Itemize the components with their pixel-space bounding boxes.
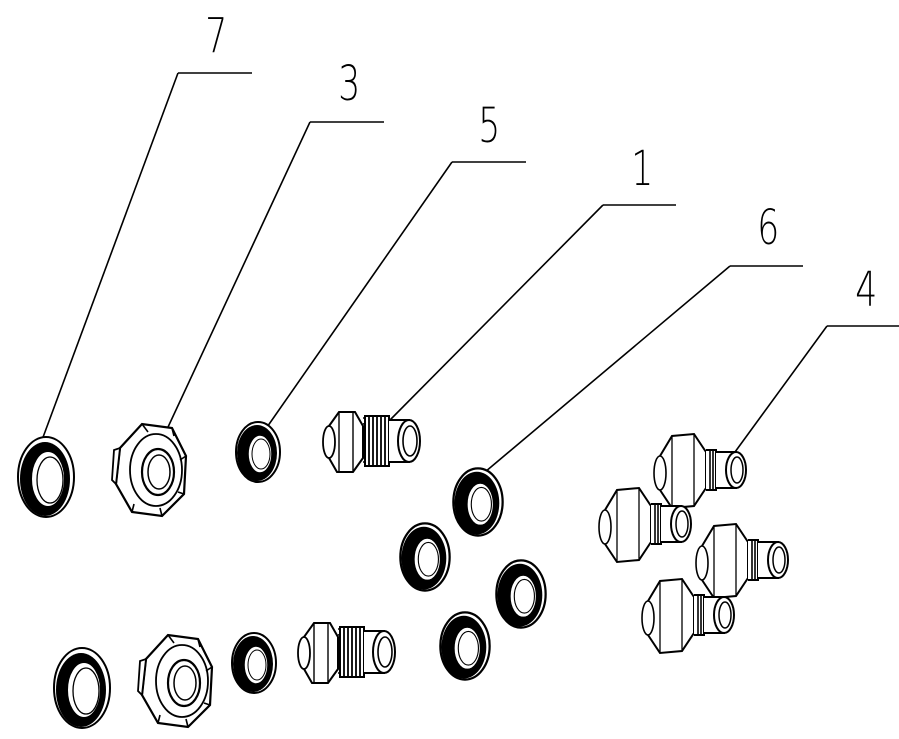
connector-1-bottom bbox=[297, 622, 396, 684]
seal-washer-6-c bbox=[495, 559, 547, 629]
callout-7-label: 7 bbox=[205, 7, 227, 63]
seal-ring-7-top bbox=[17, 436, 75, 518]
callout-3: 3 bbox=[161, 55, 384, 441]
seal-washer-6-a bbox=[452, 467, 504, 537]
seal-washer-6-d bbox=[439, 611, 491, 681]
callout-1: 1 bbox=[389, 140, 676, 421]
callout-1-label: 1 bbox=[631, 140, 653, 196]
hex-nut-3-bottom bbox=[136, 633, 214, 729]
callout-4: 4 bbox=[734, 261, 899, 453]
seal-washer-6-b bbox=[399, 522, 451, 592]
callout-6: 6 bbox=[484, 199, 803, 473]
seal-washer-5-bottom bbox=[231, 632, 277, 694]
callout-7: 7 bbox=[41, 7, 252, 441]
connector-1-top bbox=[322, 411, 421, 473]
seal-washer-5-top bbox=[235, 421, 281, 483]
hex-nut-3-top bbox=[110, 422, 188, 518]
callout-5: 5 bbox=[264, 97, 526, 431]
hex-fitting-4-a bbox=[653, 433, 747, 509]
callout-3-label: 3 bbox=[338, 55, 360, 111]
seal-ring-7-bottom bbox=[53, 647, 111, 729]
callout-4-label: 4 bbox=[855, 261, 877, 317]
callout-5-label: 5 bbox=[478, 97, 500, 153]
callout-6-label: 6 bbox=[757, 199, 779, 255]
hex-fitting-4-c bbox=[695, 523, 789, 599]
